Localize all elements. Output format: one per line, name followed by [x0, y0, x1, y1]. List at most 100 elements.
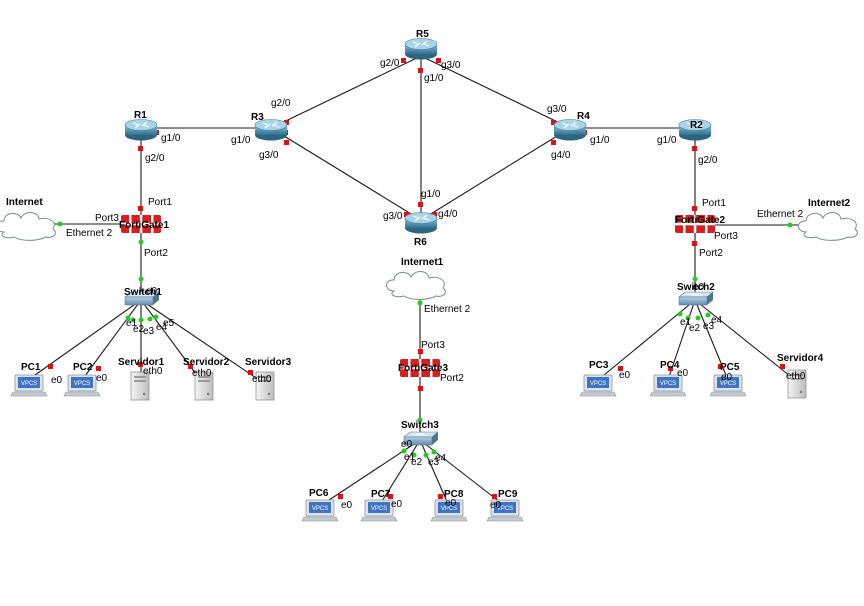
- pc4-icon[interactable]: VPCS: [649, 374, 687, 397]
- svg-text:VPCS: VPCS: [74, 381, 90, 387]
- if-pc9-e0: e0: [490, 500, 502, 511]
- pc6-icon[interactable]: VPCS: [301, 499, 339, 522]
- if-sv4-eth0: eth0: [786, 371, 806, 382]
- if-fg3-port3: Port3: [421, 340, 445, 351]
- if-sw2-e3: e3: [703, 321, 715, 332]
- if-sw1-e3: e3: [143, 326, 155, 337]
- label-pc4[interactable]: PC4: [660, 360, 680, 371]
- pc2-icon[interactable]: VPCS: [63, 374, 101, 397]
- internet2-cloud-icon[interactable]: [798, 211, 858, 241]
- if-sw3-e2: e2: [411, 457, 423, 468]
- label-r2[interactable]: R2: [690, 120, 703, 131]
- if-sw1-e1: e1: [126, 318, 138, 329]
- svg-text:VPCS: VPCS: [720, 381, 736, 387]
- node-labels: R5 R1 R3 R4 R2 R6 FortiGate1 FortiGate2 …: [6, 29, 851, 500]
- if-r6-g3-0: g3/0: [383, 211, 403, 222]
- if-fg2-port2: Port2: [699, 248, 723, 259]
- if-r3-g1-0: g1/0: [231, 135, 251, 146]
- if-sv1-eth0: eth0: [143, 366, 163, 377]
- if-internet-eth2: Ethernet 2: [66, 228, 113, 239]
- if-pc4-e0: e0: [677, 368, 689, 379]
- internet1-cloud-icon[interactable]: [386, 270, 446, 300]
- label-r6[interactable]: R6: [414, 237, 427, 248]
- if-sw1-e2: e2: [133, 324, 145, 335]
- label-internet2[interactable]: Internet2: [808, 198, 851, 209]
- link-sw3-pc8: [419, 439, 450, 507]
- if-pc7-e0: e0: [391, 499, 403, 510]
- if-r5-g2-0: g2/0: [380, 58, 400, 69]
- link-sw2-sv4: [694, 299, 796, 381]
- if-sw1-e0: e0: [146, 286, 158, 297]
- if-sw3-e4: e4: [435, 453, 447, 464]
- pc5-icon[interactable]: VPCS: [709, 374, 747, 397]
- label-pc7[interactable]: PC7: [371, 489, 391, 500]
- if-sw2-e2: e2: [689, 323, 701, 334]
- pc9-icon[interactable]: VPCS: [486, 499, 524, 522]
- if-r5-g3-0: g3/0: [441, 60, 461, 71]
- if-r2-g1-0: g1/0: [657, 135, 677, 146]
- link-r5-r3: [270, 55, 422, 129]
- label-r4[interactable]: R4: [577, 111, 590, 122]
- label-fortigate3[interactable]: FortiGate3: [398, 363, 448, 374]
- svg-text:VPCS: VPCS: [660, 381, 676, 387]
- if-r1-g1-0: g1/0: [161, 133, 181, 144]
- router-r4-icon[interactable]: [553, 118, 587, 142]
- label-switch1[interactable]: Switch1: [124, 287, 162, 298]
- svg-text:VPCS: VPCS: [312, 506, 328, 512]
- pc7-icon[interactable]: VPCS: [360, 499, 398, 522]
- label-servidor3[interactable]: Servidor3: [245, 357, 292, 368]
- router-r1-icon[interactable]: [124, 118, 158, 142]
- if-pc2-e0: e0: [96, 373, 108, 384]
- internet-cloud-icon[interactable]: [0, 211, 56, 241]
- if-sw2-e0: e0: [693, 282, 705, 293]
- label-fortigate1[interactable]: FortiGate1: [119, 220, 169, 231]
- if-sw3-e3: e3: [428, 457, 440, 468]
- if-fg2-port3: Port3: [714, 231, 738, 242]
- label-fortigate2[interactable]: FortiGate2: [675, 215, 725, 226]
- if-sw1-e5: e5: [163, 318, 175, 329]
- router-r6-icon[interactable]: [404, 211, 438, 235]
- label-pc1[interactable]: PC1: [21, 362, 41, 373]
- pc1-icon[interactable]: VPCS: [10, 374, 48, 397]
- if-sw2-e4: e4: [711, 315, 723, 326]
- label-r1[interactable]: R1: [134, 110, 147, 121]
- if-r4-g4-0: g4/0: [551, 150, 571, 161]
- if-fg3-port2: Port2: [440, 373, 464, 384]
- label-r3[interactable]: R3: [251, 112, 264, 123]
- if-pc3-e0: e0: [619, 370, 631, 381]
- if-pc1-e0: e0: [51, 375, 63, 386]
- router-r5-icon[interactable]: [404, 37, 438, 61]
- if-r6-g4-0: g4/0: [438, 209, 458, 220]
- if-sw2-e1: e1: [680, 317, 692, 328]
- if-sw1-e4: e4: [156, 322, 168, 333]
- pc8-icon[interactable]: VPCS: [430, 499, 468, 522]
- label-pc2[interactable]: PC2: [73, 362, 93, 373]
- label-internet[interactable]: Internet: [6, 197, 43, 208]
- svg-text:VPCS: VPCS: [590, 381, 606, 387]
- label-pc3[interactable]: PC3: [589, 360, 609, 371]
- svg-text:VPCS: VPCS: [497, 506, 513, 512]
- label-servidor1[interactable]: Servidor1: [118, 357, 165, 368]
- if-fg1-port3: Port3: [95, 213, 119, 224]
- link-sw1-pc2: [81, 299, 142, 381]
- if-internet1-eth2: Ethernet 2: [424, 304, 471, 315]
- label-internet1[interactable]: Internet1: [401, 257, 444, 268]
- label-pc8[interactable]: PC8: [444, 489, 464, 500]
- interface-labels: g2/0 g3/0 g1/0 g2/0 g1/0 g3/0 g3/0 g1/0 …: [51, 58, 806, 511]
- label-servidor2[interactable]: Servidor2: [183, 357, 230, 368]
- pc3-icon[interactable]: VPCS: [579, 374, 617, 397]
- if-sv2-eth0: eth0: [192, 368, 212, 379]
- label-switch2[interactable]: Switch2: [677, 282, 715, 293]
- label-servidor4[interactable]: Servidor4: [777, 353, 824, 364]
- if-sw3-e1: e1: [404, 452, 416, 463]
- if-pc5-e0: e0: [721, 372, 733, 383]
- label-r5[interactable]: R5: [416, 29, 429, 40]
- label-pc5[interactable]: PC5: [720, 362, 740, 373]
- switch2-icon[interactable]: [678, 291, 714, 306]
- if-internet2-eth2: Ethernet 2: [757, 209, 804, 220]
- label-pc9[interactable]: PC9: [498, 489, 518, 500]
- label-switch3[interactable]: Switch3: [401, 420, 439, 431]
- label-pc6[interactable]: PC6: [309, 488, 329, 499]
- if-r4-g3-0: g3/0: [547, 104, 567, 115]
